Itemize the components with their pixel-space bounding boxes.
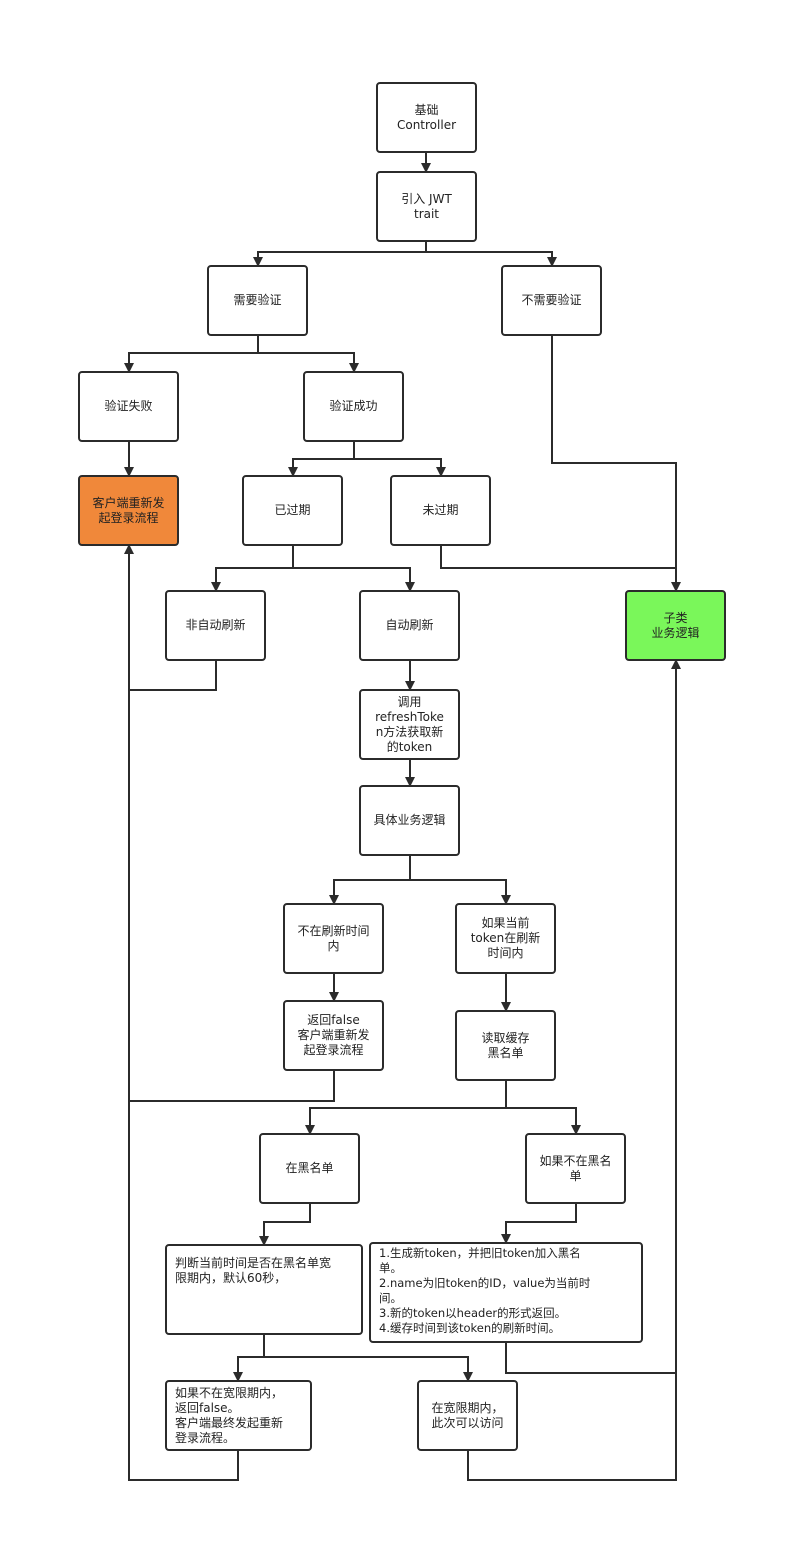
no-auth-node: 不需要验证: [501, 265, 602, 336]
call-refresh-node: 调用 refreshToke n方法获取新 的token: [359, 689, 460, 760]
return-false-node: 返回false 客户端重新发 起登录流程: [283, 1000, 384, 1071]
connector-not-in-grace-to-relogin: [124, 544, 239, 1481]
in-blacklist-node: 在黑名单: [259, 1133, 360, 1204]
auth-success-node: 验证成功: [303, 371, 404, 442]
auth-fail-node: 验证失败: [78, 371, 179, 442]
connector-not-in-to-generate: [501, 1204, 577, 1244]
connector-blacklist-to-not-in: [506, 1107, 581, 1135]
connector-not-expired-to-subclass: [440, 546, 676, 569]
connector-no-auth-to-subclass: [551, 336, 681, 592]
connector-logic-to-not-in-refresh: [329, 856, 411, 905]
connector-need-auth-to-success: [258, 352, 359, 373]
jwt-trait-node: 引入 JWT trait: [376, 171, 477, 242]
not-in-grace-node: 如果不在宽限期内， 返回false。 客户端最终发起重新 登录流程。: [165, 1380, 312, 1451]
in-grace-node: 在宽限期内， 此次可以访问: [417, 1380, 518, 1451]
connector-success-to-expired: [288, 442, 355, 477]
connector-in-grace-to-subclass: [467, 659, 681, 1481]
connector-return-to-relogin: [129, 1071, 335, 1102]
specific-logic-node: 具体业务逻辑: [359, 785, 460, 856]
generate-token-node: 1.生成新token，并把旧token加入黑名 单。 2.name为旧token…: [369, 1242, 643, 1343]
connector-trait-to-need-auth: [253, 242, 427, 267]
connector-generate-to-subclass: [505, 1343, 676, 1374]
no-auto-refresh-node: 非自动刷新: [165, 590, 266, 661]
connector-in-to-check: [259, 1204, 311, 1246]
connector-no-auto-to-relogin: [129, 661, 217, 691]
auto-refresh-node: 自动刷新: [359, 590, 460, 661]
check-grace-node: 判断当前时间是否在黑名单宽 限期内，默认60秒，: [165, 1244, 363, 1335]
client-relogin-node: 客户端重新发 起登录流程: [78, 475, 179, 546]
expired-node: 已过期: [242, 475, 343, 546]
connector-logic-to-in-refresh: [410, 879, 511, 905]
subclass-logic-node: 子类 业务逻辑: [625, 590, 726, 661]
connector-expired-to-no-auto: [211, 546, 294, 592]
connector-check-to-not-in-grace: [233, 1335, 265, 1382]
base-controller-node: 基础 Controller: [376, 82, 477, 153]
read-blacklist-node: 读取缓存 黑名单: [455, 1010, 556, 1081]
need-auth-node: 需要验证: [207, 265, 308, 336]
connector-blacklist-to-in: [305, 1081, 507, 1135]
connector-expired-to-auto: [293, 567, 415, 592]
not-expired-node: 未过期: [390, 475, 491, 546]
connector-check-to-in-grace: [264, 1356, 473, 1382]
connector-need-auth-to-fail: [124, 336, 259, 373]
not-in-refresh-node: 不在刷新时间 内: [283, 903, 384, 974]
connector-success-to-not-expired: [354, 458, 446, 477]
not-in-blacklist-node: 如果不在黑名 单: [525, 1133, 626, 1204]
connector-trait-to-no-auth: [426, 251, 557, 267]
in-refresh-node: 如果当前 token在刷新 时间内: [455, 903, 556, 974]
